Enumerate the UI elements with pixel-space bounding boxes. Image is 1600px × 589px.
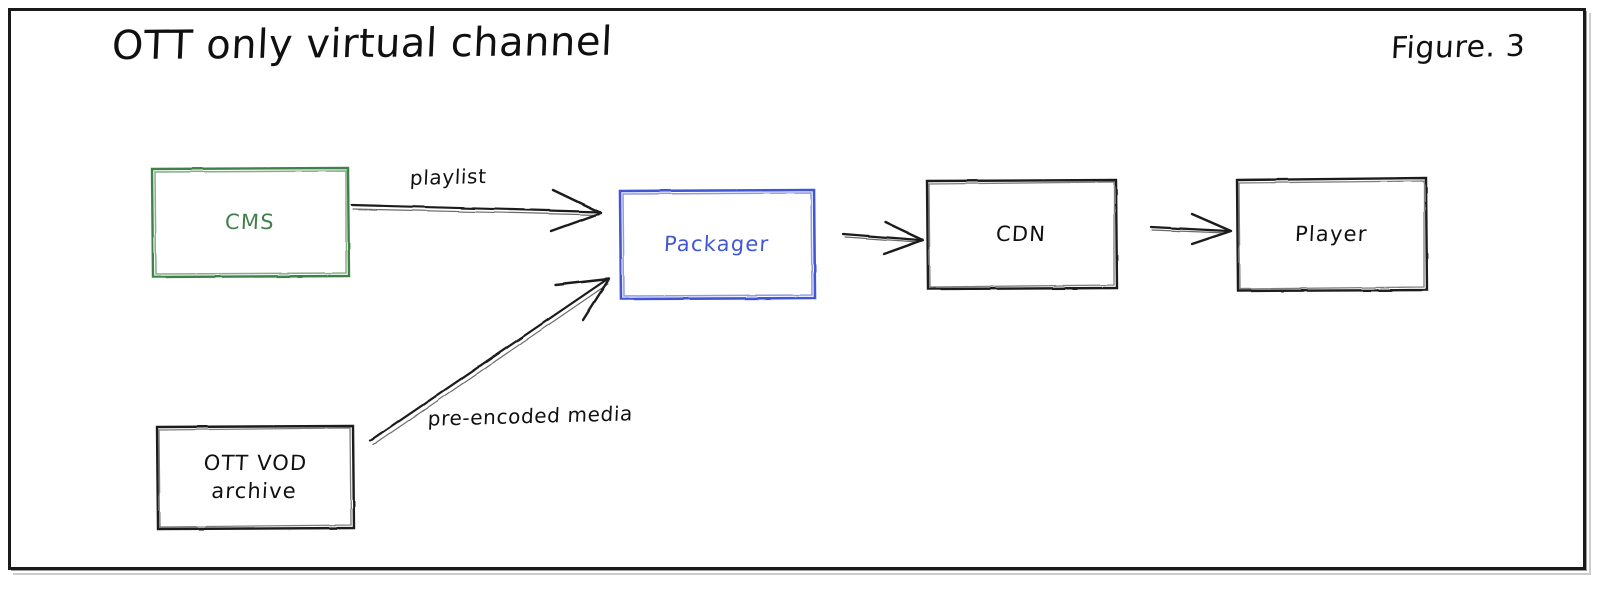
- node-player[interactable]: Player: [1235, 176, 1429, 293]
- node-cms-label: CMS: [224, 209, 276, 234]
- node-cms[interactable]: CMS: [150, 166, 351, 279]
- figure-frame: [8, 8, 1586, 570]
- node-ott-vod-archive[interactable]: OTT VOD archive: [155, 424, 356, 531]
- node-ott-vod-archive-label: OTT VOD archive: [203, 450, 309, 503]
- node-cdn-label: CDN: [995, 221, 1048, 246]
- edge-label-playlist: playlist: [409, 164, 488, 190]
- node-packager-outline: [618, 188, 817, 301]
- node-player-outline: [1235, 176, 1429, 293]
- node-packager[interactable]: Packager: [618, 188, 817, 301]
- page-title: OTT only virtual channel: [110, 18, 614, 70]
- node-ott-vod-archive-outline: [155, 424, 356, 531]
- node-cdn-outline: [925, 178, 1119, 291]
- node-cms-outline: [150, 166, 351, 279]
- node-cdn[interactable]: CDN: [925, 178, 1119, 291]
- node-player-label: Player: [1294, 221, 1369, 246]
- node-packager-label: Packager: [663, 231, 771, 256]
- figure-number-label: Figure. 3: [1389, 28, 1526, 67]
